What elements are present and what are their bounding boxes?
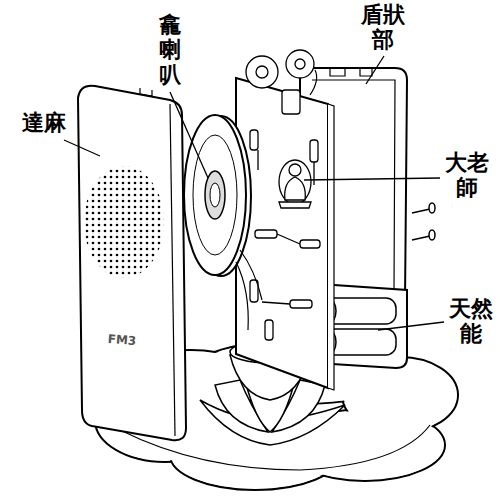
circuit-board-part [236, 78, 328, 388]
front-cover-part [140, 88, 152, 96]
board-components-part [310, 140, 318, 162]
screws-part [412, 236, 430, 240]
leader-lines [64, 56, 444, 330]
board-components-part [290, 300, 312, 308]
speaker-part [210, 183, 220, 207]
logo-text: FM3 [100, 331, 145, 348]
screws-part [429, 230, 435, 240]
buddha-figure-part [279, 202, 311, 208]
circuit-board-part [328, 104, 334, 390]
screws [412, 203, 435, 240]
part-label: 大老師 [440, 150, 494, 200]
part-label: 天然能 [444, 296, 498, 346]
board-components-part [246, 56, 278, 88]
board-components-part [255, 230, 277, 238]
circuit-board [236, 78, 334, 390]
speaker-part [184, 115, 246, 275]
back-shell-part [360, 68, 372, 76]
leader-lines-part [304, 178, 440, 180]
board-components-part [265, 320, 273, 340]
leader-lines-part [366, 56, 384, 84]
speaker-wires-part [240, 250, 262, 300]
part-label: 達麻 [14, 110, 74, 135]
front-cover-part [84, 166, 164, 278]
part-label: 盾狀部 [356, 2, 410, 52]
leader-lines-part [64, 140, 100, 156]
speaker-wires-part [310, 70, 317, 95]
buddha-figure-part [279, 160, 311, 204]
front-cover-part [170, 104, 175, 436]
buddha-figure-part [289, 164, 301, 176]
part-label: 龕喇叭 [157, 12, 183, 87]
speaker-wires-part [236, 262, 248, 330]
board-components-part [286, 50, 314, 78]
screws-part [412, 209, 430, 213]
buddha-figure [279, 160, 311, 208]
board-components-part [258, 150, 314, 304]
board-components [246, 50, 320, 340]
leader-lines-part [378, 322, 444, 330]
speaker-wires [236, 70, 317, 330]
board-components-part [256, 66, 268, 78]
buddha-figure-part [285, 177, 306, 200]
board-components-part [250, 130, 258, 150]
back-shell-part [330, 68, 345, 76]
board-components-part [282, 90, 300, 114]
speaker-part [193, 135, 237, 255]
front-cover-part [78, 86, 186, 441]
speaker-part [205, 171, 225, 219]
front-cover [78, 86, 186, 441]
board-components-part [295, 59, 305, 69]
board-components-part [300, 240, 320, 248]
leader-lines-part [170, 92, 208, 178]
screws-part [429, 203, 435, 213]
